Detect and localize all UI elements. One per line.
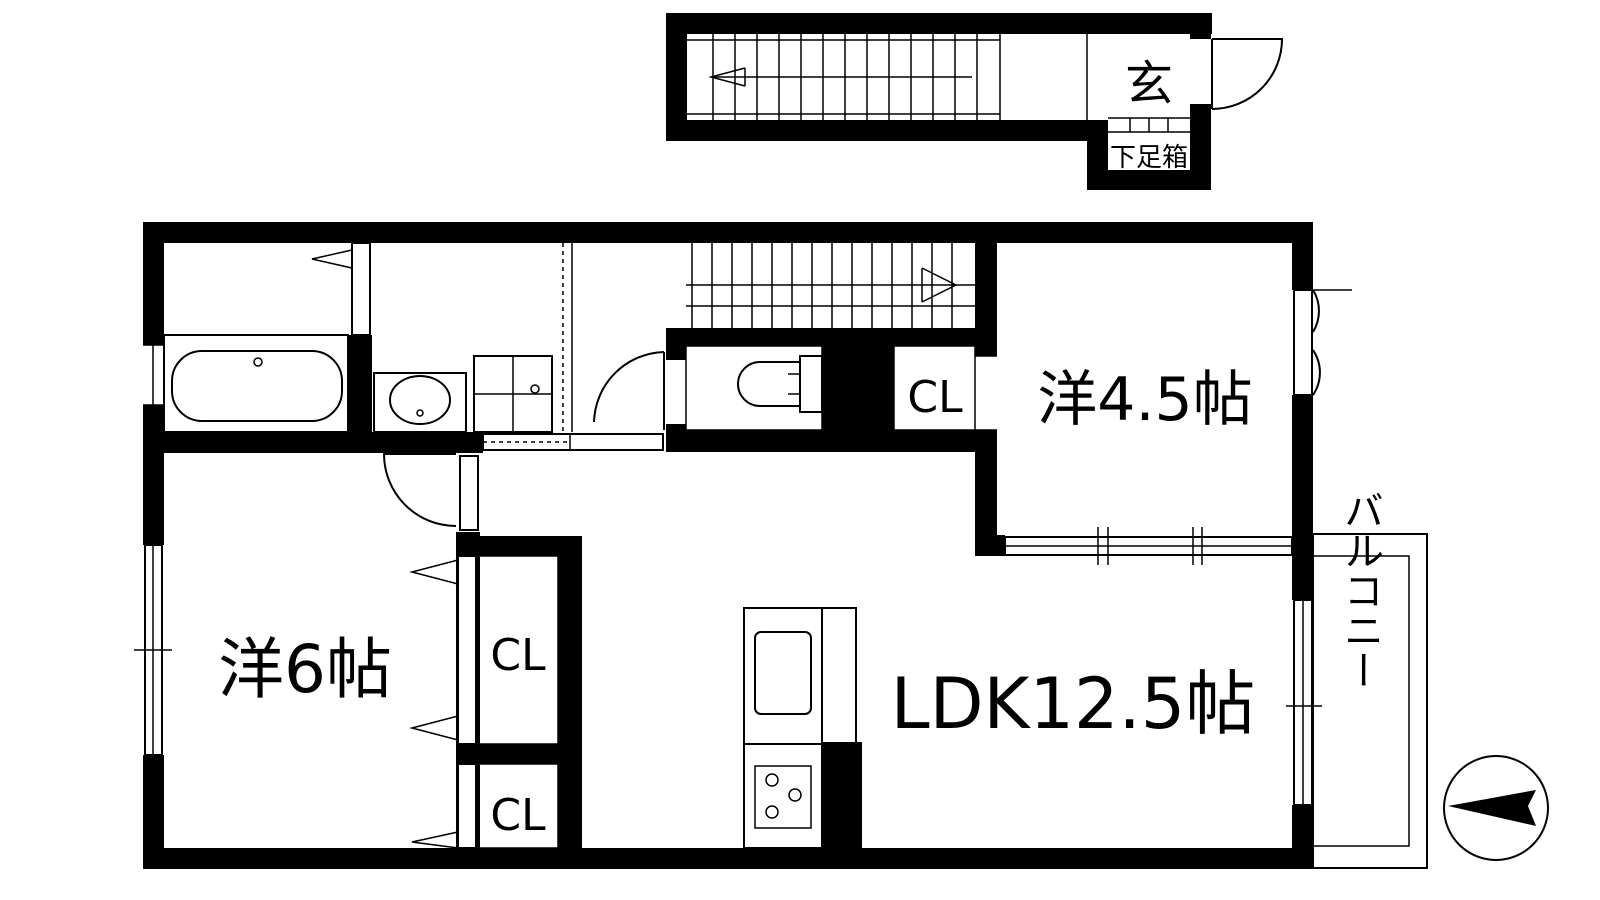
- stairs-icon: [687, 34, 1088, 120]
- stairs-icon: [686, 243, 975, 328]
- shoe-box-label: 下足箱: [1110, 143, 1188, 173]
- shoe-box-icon: [1108, 117, 1190, 133]
- bathroom: [143, 242, 371, 433]
- closet-upper-label: CL: [907, 372, 963, 423]
- closet-left-top-label: CL: [490, 630, 546, 681]
- kitchen-sink-icon: [754, 631, 812, 715]
- toilet-icon: [737, 355, 823, 413]
- toilet-room: [685, 345, 823, 431]
- entrance-stair-block: 玄 下足箱: [666, 13, 1284, 190]
- balcony: バルコニー: [1286, 490, 1428, 869]
- room-label-western-45: 洋4.5帖: [1037, 365, 1252, 435]
- bedroom-45: 洋4.5帖: [1004, 289, 1352, 565]
- washroom: [373, 243, 665, 531]
- closet-left-bottom-label: CL: [490, 790, 546, 841]
- genkan-label: 玄: [1125, 56, 1173, 112]
- corridor-door[interactable]: [593, 351, 665, 423]
- room-label-western-6: 洋6帖: [218, 631, 392, 708]
- stove-icon: [754, 765, 812, 829]
- room-label-balcony: バルコニー: [1337, 490, 1383, 690]
- compass-icon: [1443, 755, 1549, 861]
- sink-icon: [389, 375, 451, 425]
- closets-left: CL CL: [477, 555, 559, 849]
- entrance-door[interactable]: [1211, 38, 1284, 110]
- kitchen: LDK12.5帖: [743, 607, 1256, 849]
- room-label-ldk: LDK12.5帖: [891, 663, 1256, 745]
- bedroom-6-door[interactable]: [382, 453, 457, 527]
- bathtub-icon: [171, 350, 343, 422]
- washer-icon: [473, 355, 553, 433]
- closet-upper: CL: [893, 345, 997, 431]
- bedroom-6: 洋6帖: [134, 544, 477, 849]
